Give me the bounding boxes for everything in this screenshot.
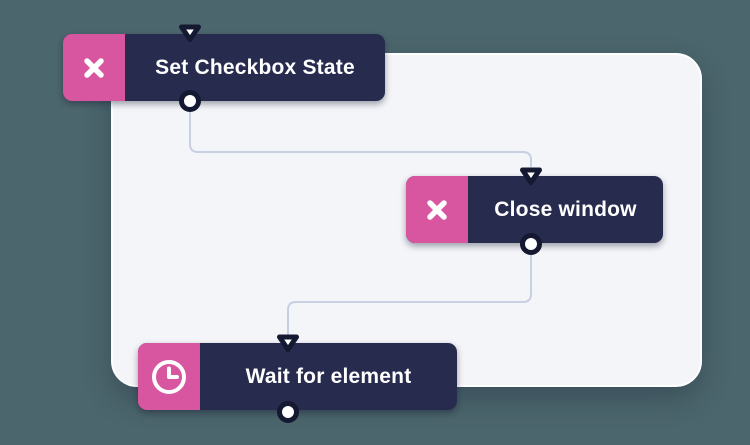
node-label: Set Checkbox State — [155, 55, 355, 79]
clock-icon — [152, 359, 186, 394]
node-icon-container — [138, 343, 200, 410]
node-label: Close window — [494, 197, 637, 221]
output-port[interactable] — [179, 90, 201, 112]
input-port[interactable] — [176, 22, 204, 46]
output-port[interactable] — [277, 401, 299, 423]
node-icon-container — [63, 34, 125, 101]
node-wait-for-element[interactable]: Wait for element — [138, 334, 457, 423]
node-label: Wait for element — [245, 364, 412, 388]
node-icon-container — [406, 176, 468, 243]
node-set-checkbox-state[interactable]: Set Checkbox State — [63, 24, 385, 112]
node-close-window[interactable]: Close window — [406, 167, 663, 255]
close-icon — [84, 57, 104, 78]
output-port[interactable] — [520, 233, 542, 255]
input-port[interactable] — [274, 332, 302, 356]
input-port[interactable] — [517, 165, 545, 189]
close-icon — [427, 199, 447, 220]
